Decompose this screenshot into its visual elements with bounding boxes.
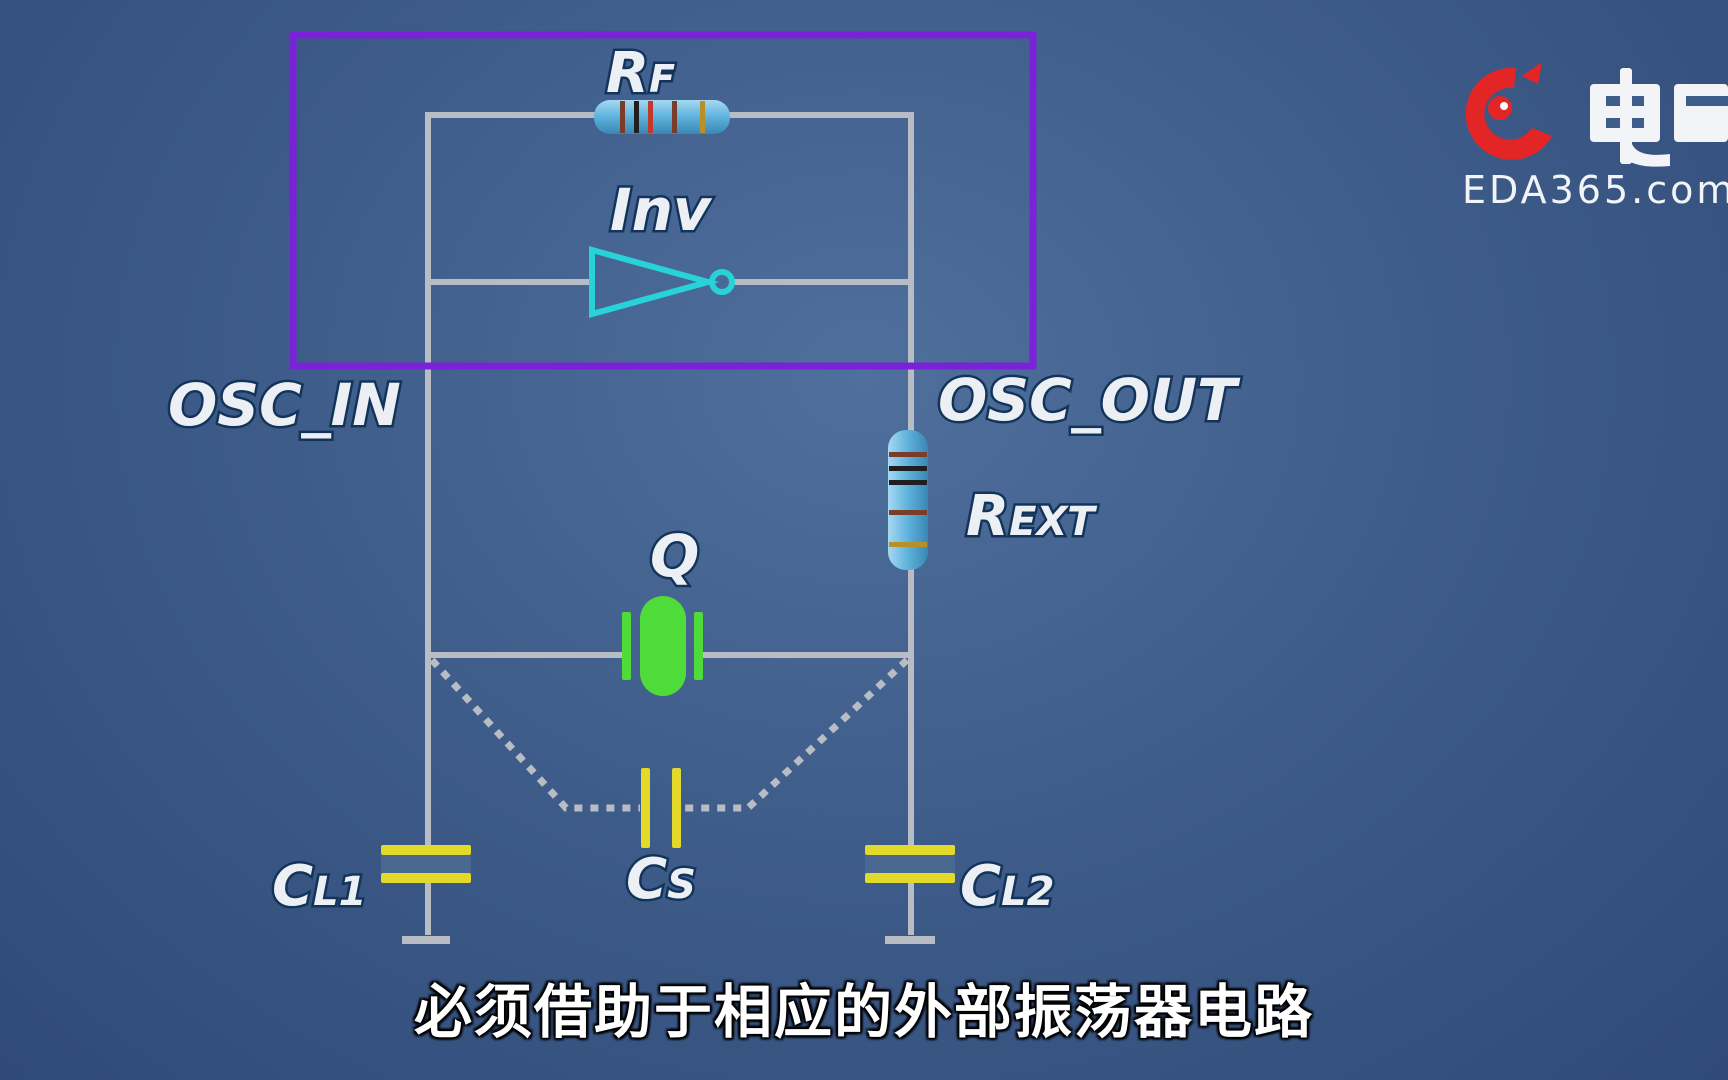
rf-resistor: [594, 100, 730, 134]
label-cs: CS: [626, 847, 696, 912]
label-rext: REXT: [966, 484, 1097, 549]
cl1-capacitor: [381, 845, 471, 883]
label-q: Q: [650, 522, 699, 590]
video-subtitle: 必须借助于相应的外部振荡器电路: [413, 978, 1314, 1046]
feedback-highlight-box: [289, 31, 1037, 370]
bird-logo-icon: [1465, 62, 1552, 160]
label-rf: RF: [606, 41, 675, 106]
circuit-wires: [402, 112, 935, 944]
label-osc-out: OSC_OUT: [938, 366, 1241, 434]
label-cl1: CL1: [272, 854, 366, 919]
label-cl2: CL2: [960, 854, 1054, 919]
label-osc-in: OSC_IN: [168, 371, 401, 439]
cs-capacitor: [641, 768, 681, 848]
crystal-q-symbol: [622, 596, 703, 696]
label-inv: Inv: [610, 176, 713, 244]
logo-cn-mark: [1590, 68, 1728, 167]
cl2-capacitor: [865, 845, 955, 883]
inverter-symbol: [589, 246, 735, 318]
logo-url-text: EDA365.com: [1462, 168, 1728, 212]
rext-resistor: [888, 430, 928, 570]
stray-capacitance-path: [429, 657, 910, 812]
eda365-logo: [1465, 62, 1728, 167]
